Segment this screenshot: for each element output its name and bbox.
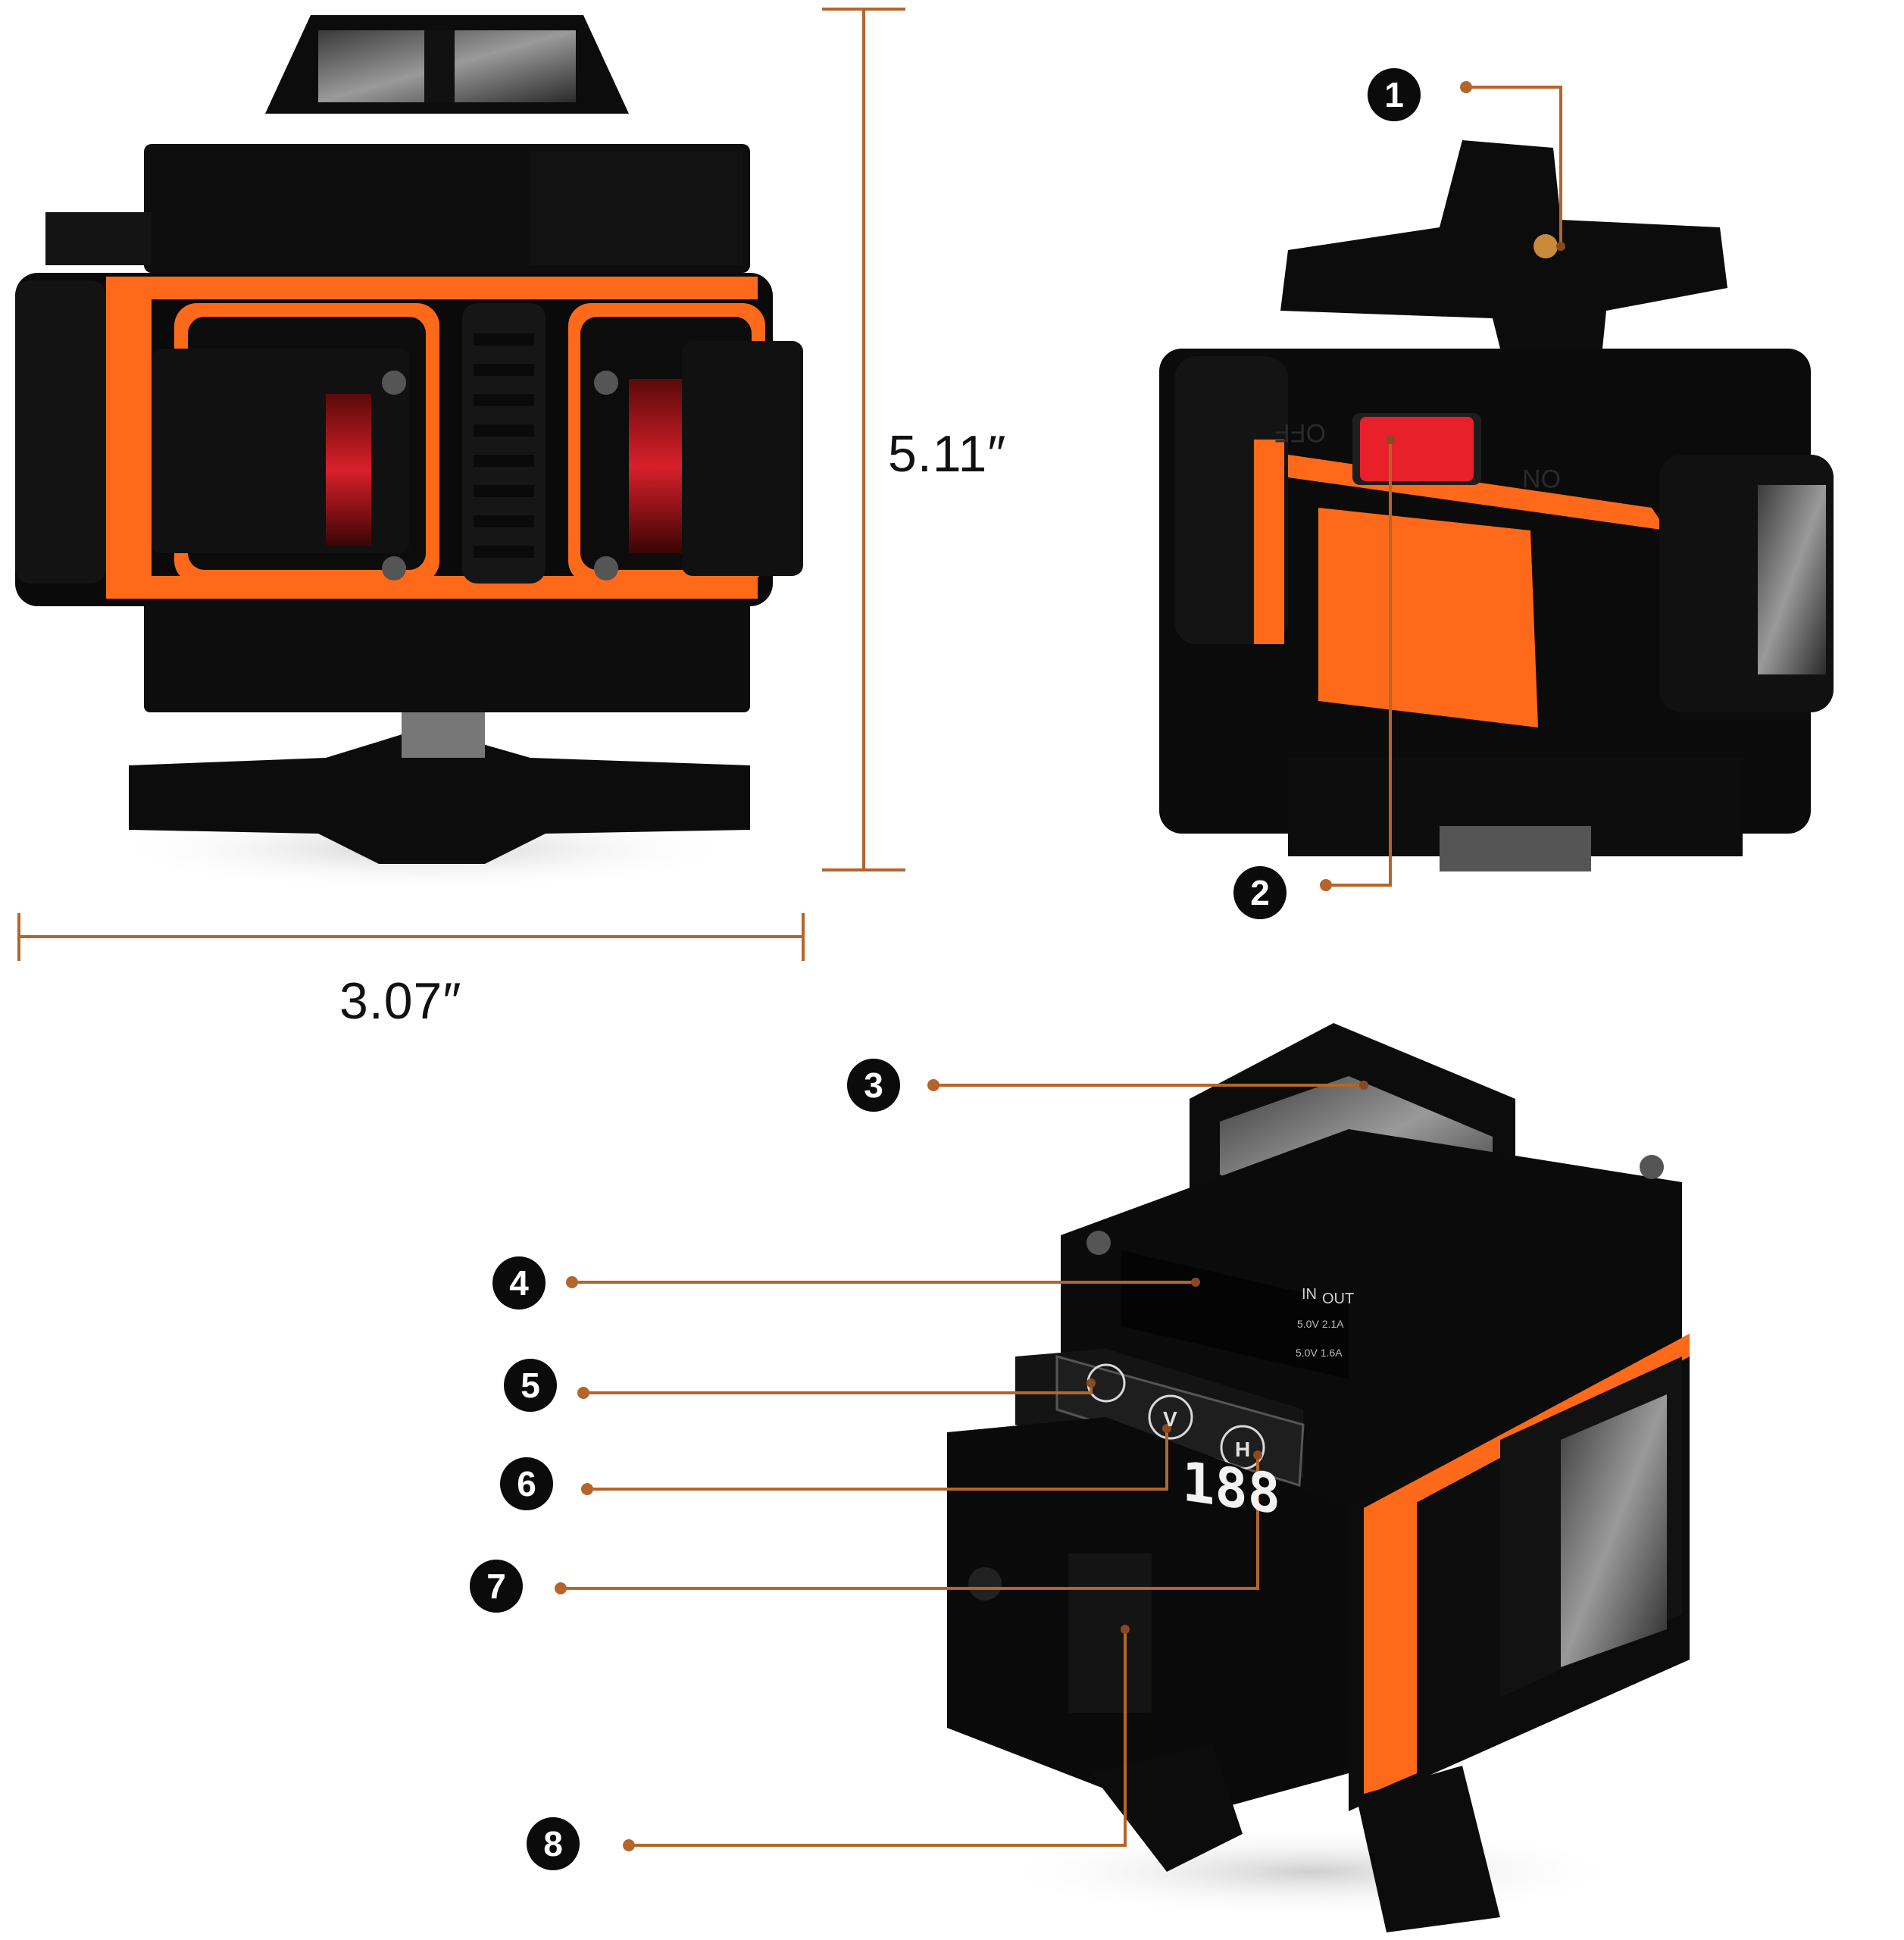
display-out-label: OUT xyxy=(1322,1291,1354,1307)
display-in-label: IN xyxy=(1302,1286,1317,1303)
leader-dots xyxy=(555,81,1472,1851)
leader-ends xyxy=(1086,242,1565,1634)
device-side-view xyxy=(1159,140,1834,871)
callout-3: 3 xyxy=(847,1059,900,1112)
device-front-view xyxy=(15,15,803,890)
display-readout: 188 xyxy=(1182,1450,1280,1528)
callout-7: 7 xyxy=(470,1560,523,1613)
device-control-view xyxy=(947,1023,1690,1932)
callout-5: 5 xyxy=(504,1359,557,1412)
switch-on-label: ON xyxy=(1522,464,1561,493)
switch-off-label: OFF xyxy=(1274,418,1326,447)
leader-lines xyxy=(561,86,1562,1847)
callout-2: 2 xyxy=(1233,866,1287,919)
dimension-lines xyxy=(17,8,905,961)
display-out-rating: 5.0V 1.6A xyxy=(1296,1347,1343,1359)
callout-4: 4 xyxy=(492,1256,546,1310)
height-dimension-label: 5.11″ xyxy=(888,425,1007,483)
display-in-rating: 5.0V 2.1A xyxy=(1297,1318,1344,1330)
v-button-label: V xyxy=(1163,1407,1177,1431)
callout-1: 1 xyxy=(1368,68,1421,121)
callout-8: 8 xyxy=(527,1817,580,1870)
h-button-label: H xyxy=(1235,1438,1250,1461)
width-dimension-label: 3.07″ xyxy=(339,972,462,1030)
device-labels: OFF ON 188 IN OUT 5.0V 2.1A 5.0V 1.6A V … xyxy=(1163,418,1561,1527)
callout-6: 6 xyxy=(500,1457,553,1510)
